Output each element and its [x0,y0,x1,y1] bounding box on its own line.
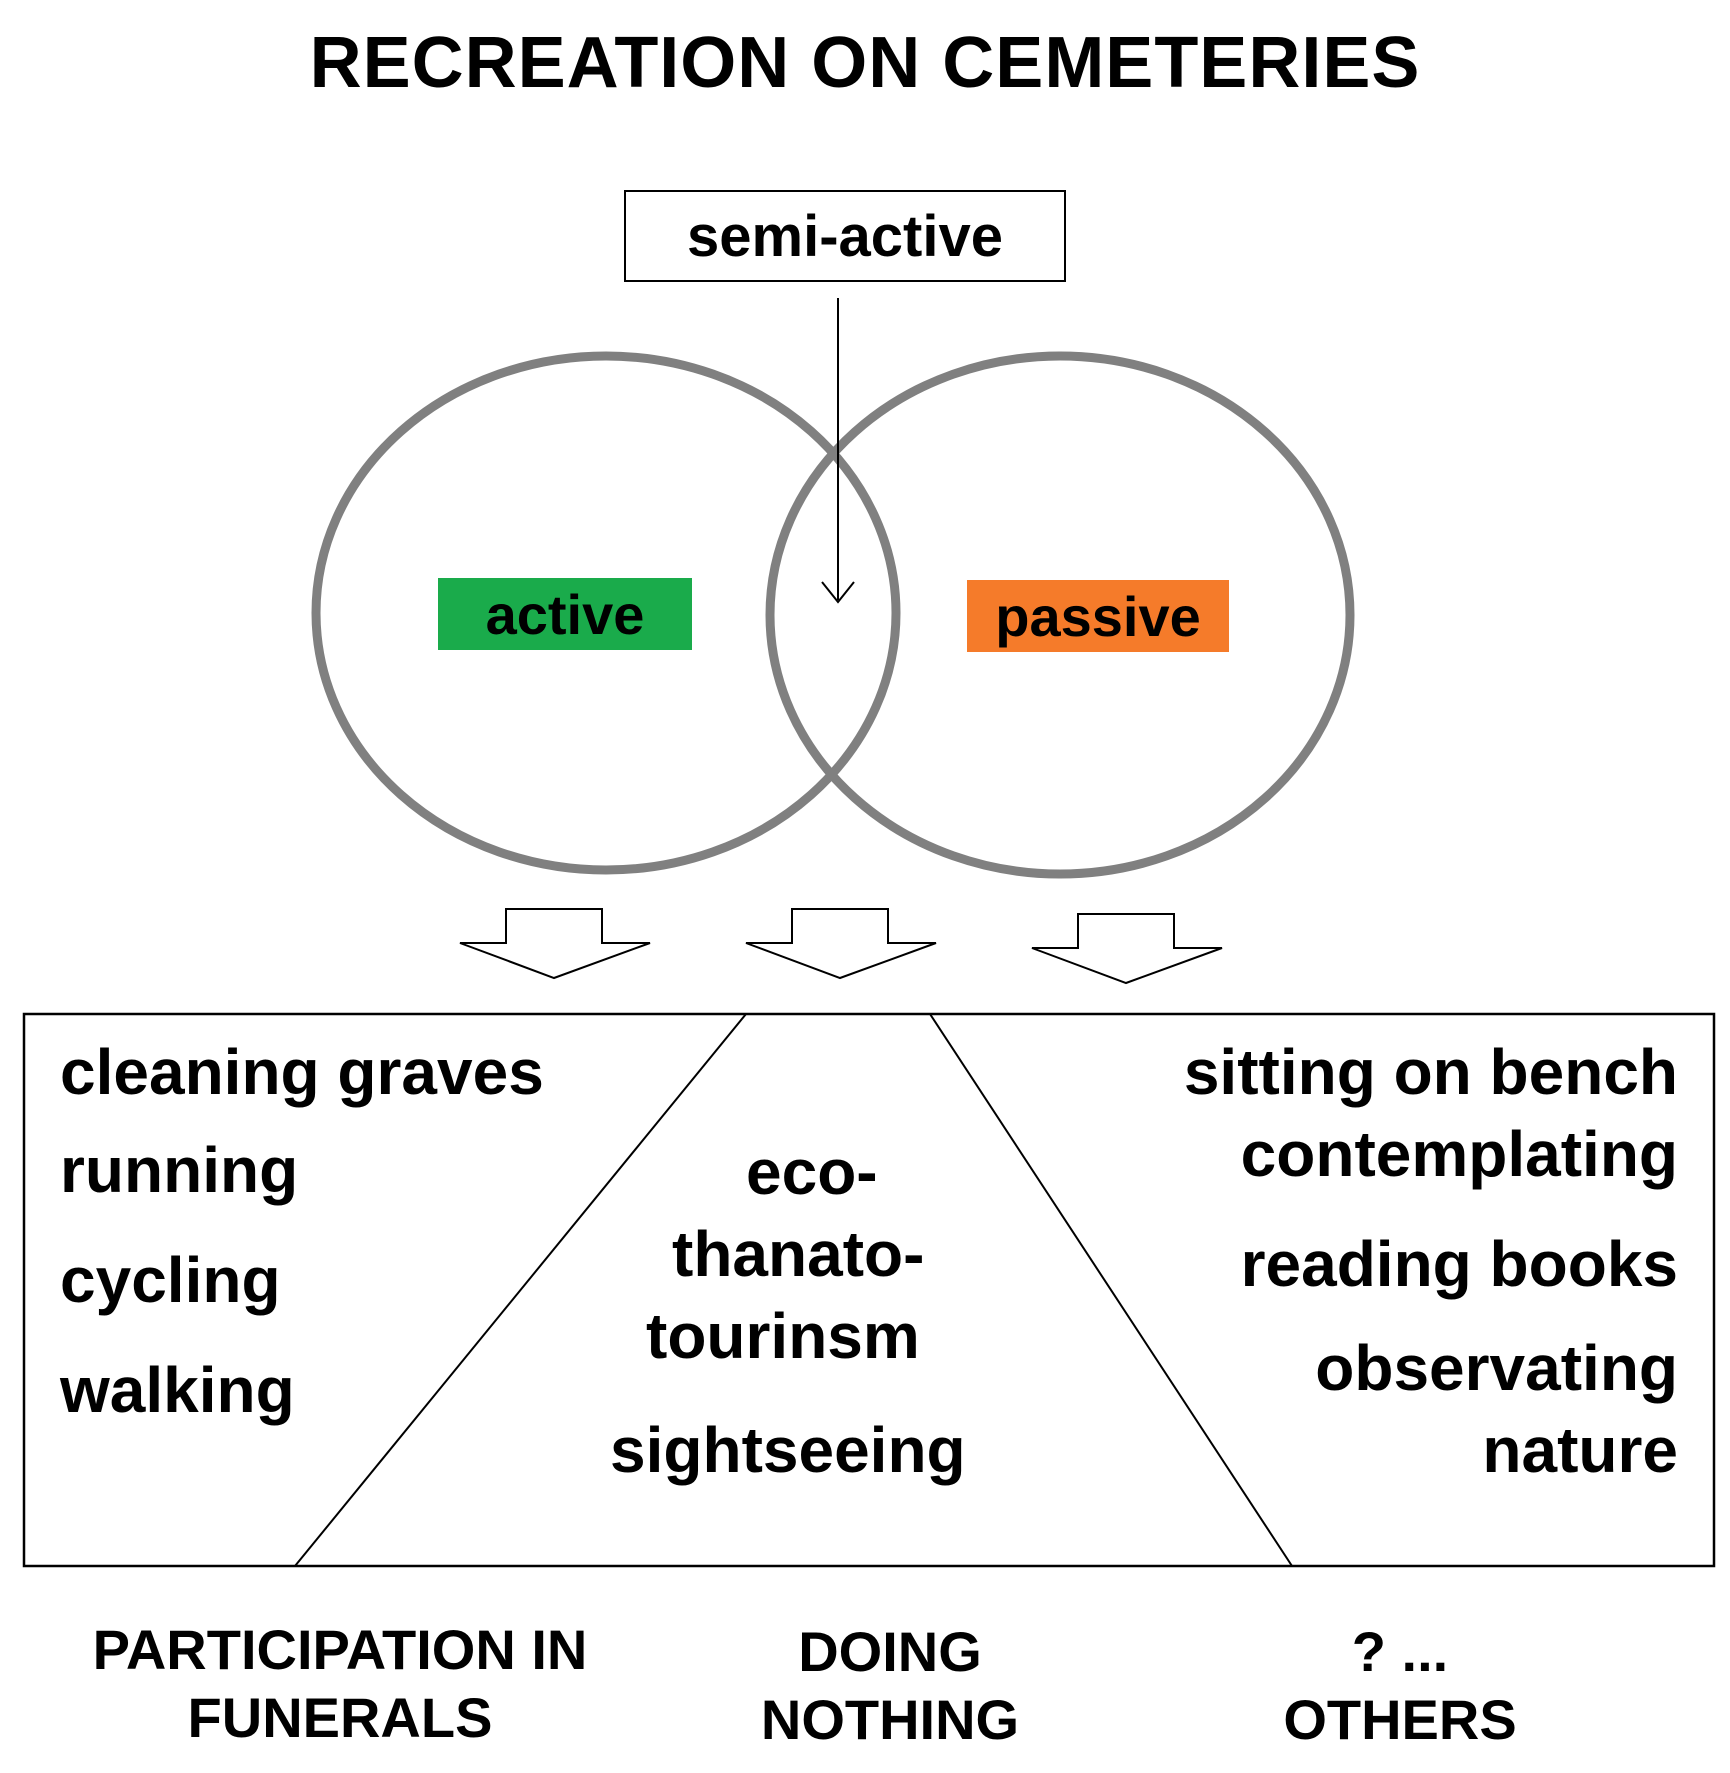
bottom-label-line: PARTICIPATION IN [92,1618,588,1681]
active-circle [311,351,901,875]
semi-active-arrowhead [821,581,855,604]
semi-active-box: semi-active [624,190,1066,282]
semi-active-activity-item: tourinsm [646,1300,920,1372]
bottom-label-line: ? ... [1351,1620,1449,1683]
divider-right [929,1013,1293,1567]
passive-activity-item: contemplating [1240,1118,1678,1190]
bottom-label-right: ? ... OTHERS [1190,1618,1610,1755]
active-label: active [485,582,645,646]
down-arrow-active [459,908,651,980]
active-activity-item: cycling [60,1244,281,1316]
bottom-label-center: DOING NOTHING [690,1618,1090,1755]
bottom-label-line: OTHERS [1283,1688,1517,1752]
active-activity-item: cleaning graves [60,1036,544,1108]
passive-activity-item: nature [1482,1414,1678,1486]
active-activity-item: walking [60,1354,295,1426]
passive-activity-item: observating [1315,1332,1678,1404]
active-activity-item: running [60,1134,299,1206]
active-tag: active [438,578,692,650]
passive-activity-item: reading books [1240,1228,1678,1300]
diagram-title: RECREATION ON CEMETERIES [309,23,1421,103]
passive-label: passive [995,584,1201,648]
down-arrow-semi-active [745,908,937,980]
bottom-label-line: FUNERALS [187,1686,493,1750]
divider-left [294,1013,747,1567]
bottom-label-left: PARTICIPATION IN FUNERALS [20,1616,660,1753]
passive-tag: passive [967,580,1229,652]
passive-activity-item: sitting on bench [1183,1036,1678,1108]
passive-circle [765,351,1355,879]
activities-box [22,1012,1716,1568]
semi-active-activity-item: thanato- [672,1218,925,1290]
semi-active-label: semi-active [687,203,1003,269]
semi-active-activity-item: sightseeing [610,1414,966,1486]
down-arrow-passive [1031,913,1223,985]
bottom-label-line: DOING [798,1620,982,1683]
semi-active-activity-item: eco- [746,1136,878,1208]
bottom-label-line: NOTHING [760,1688,1020,1752]
